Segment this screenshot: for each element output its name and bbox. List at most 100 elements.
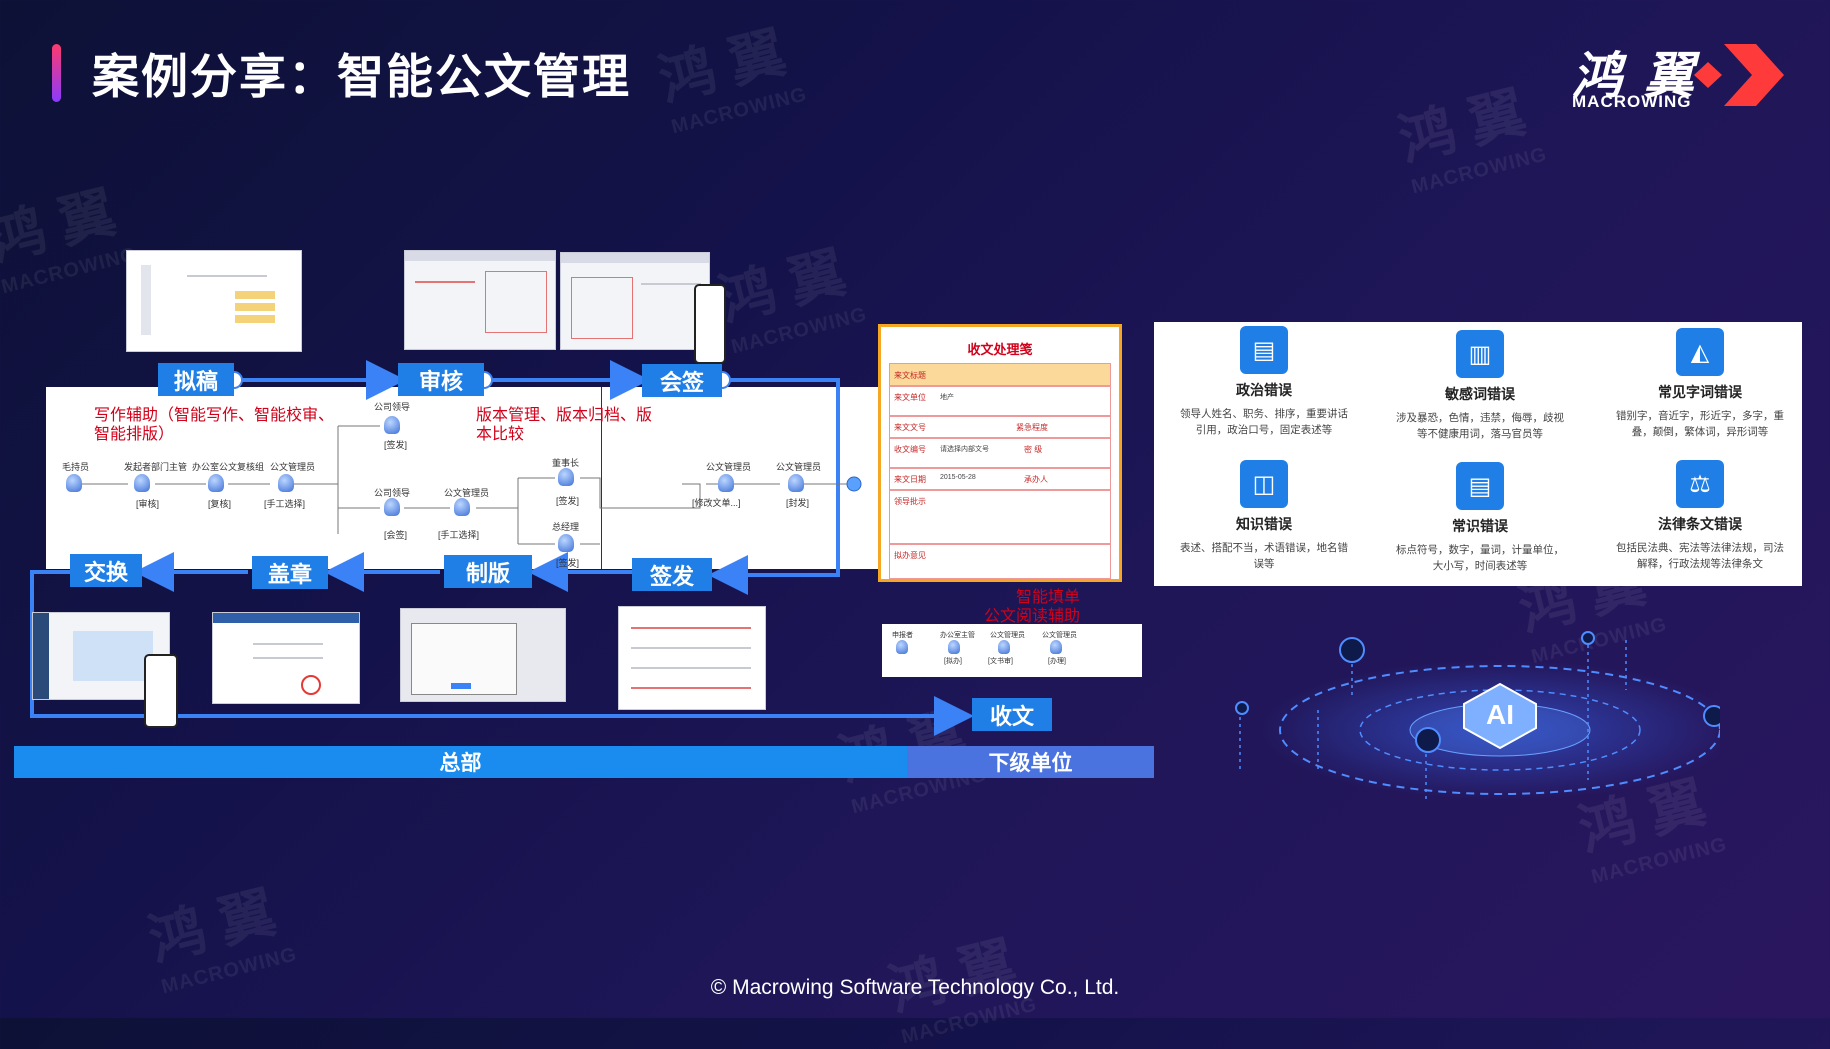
headquarters-bar: 总部: [14, 746, 907, 778]
stage-draft[interactable]: 拟稿: [158, 363, 234, 396]
node-label: 发起者部门主管: [124, 462, 188, 472]
node-tag: [办理]: [1048, 658, 1066, 665]
ai-orbit-illustration: AI: [1235, 631, 1720, 800]
form-row[interactable]: 来文文号紧急程度: [889, 415, 1111, 439]
node-label: 董事长: [552, 458, 580, 468]
version-document-thumbnail: [560, 252, 710, 350]
error-card-typo: ◭ 常见字词错误 错别字，音近字，形近字，多字，重叠，颠倒，繁体词，异形词等: [1610, 324, 1790, 446]
title-accent-bar: [52, 44, 61, 102]
node-label: 公文管理员: [1042, 632, 1077, 639]
knowledge-icon: ◫: [1240, 460, 1288, 508]
form-assist-note: 智能填单 公文阅读辅助: [983, 589, 1080, 625]
law-icon: ⚖: [1676, 460, 1724, 508]
error-card-political: ▤ 政治错误 领导人姓名、职务、排序，重要讲话引用，政治口号，固定表述等: [1174, 322, 1354, 444]
node-label: 公文管理员: [706, 462, 752, 472]
user-node-icon: [558, 534, 574, 552]
folder-node-icon: [1415, 727, 1441, 753]
ai-label: AI: [1486, 699, 1514, 730]
node-tag: [封发]: [786, 498, 810, 508]
stage-stamp[interactable]: 盖章: [252, 556, 328, 589]
error-card-law: ⚖ 法律条文错误 包括民法典、宪法等法律法规，司法解释，行政法规等法律条文: [1610, 456, 1790, 578]
mobile-phone-thumbnail: [144, 654, 178, 728]
node-label: 公文管理员: [444, 488, 490, 498]
error-card-knowledge: ◫ 知识错误 表述、搭配不当，术语错误，地名错误等: [1174, 456, 1354, 578]
card-title: 政治错误: [1236, 382, 1292, 398]
node-label: 申报者: [892, 632, 913, 639]
user-node-icon: [66, 474, 82, 492]
user-node-icon: [384, 416, 400, 434]
node-label: 公文管理员: [270, 462, 316, 472]
node-tag: [拟办]: [944, 658, 962, 665]
writing-assist-note: 写作辅助（智能写作、智能校审、智能排版）: [94, 407, 335, 443]
card-description: 表述、搭配不当，术语错误，地名错误等: [1180, 542, 1348, 570]
version-management-note: 版本管理、版本归档、版本比较: [476, 407, 653, 443]
error-card-common-sense: ▤ 常识错误 标点符号，数字，量词，计量单位，大小写，时间表述等: [1390, 458, 1570, 580]
stage-typeset[interactable]: 制版: [444, 555, 532, 588]
stage-exchange[interactable]: 交换: [70, 554, 142, 587]
node-label: 办公室公文复核组: [192, 462, 265, 472]
brand-logo-text: 鸿 翼: [1572, 48, 1698, 104]
node-tag: [文书审]: [988, 658, 1013, 665]
draft-document-thumbnail: [126, 250, 302, 352]
node-tag: [复核]: [208, 499, 232, 509]
user-node-icon: [896, 640, 908, 654]
form-row[interactable]: 来文单位地产: [889, 385, 1111, 417]
node-tag: [会签]: [384, 530, 408, 540]
typo-icon: ◭: [1676, 328, 1724, 376]
node-label: 公文管理员: [776, 462, 822, 472]
node-label: 办公室主管: [940, 632, 975, 639]
card-description: 错别字，音近字，形近字，多字，重叠，颠倒，繁体词，异形词等: [1616, 410, 1784, 438]
workflow-panel-right: [601, 387, 879, 569]
node-tag: [签发]: [556, 558, 580, 568]
card-title: 常见字词错误: [1658, 384, 1742, 400]
error-card-sensitive: ▥ 敏感词错误 涉及暴恐，色情，违禁，侮辱，歧视等不健康用词，落马官员等: [1390, 326, 1570, 448]
card-title: 法律条文错误: [1658, 516, 1742, 532]
error-category-panel: ▤ 政治错误 领导人姓名、职务、排序，重要讲话引用，政治口号，固定表述等 ▥ 敏…: [1154, 322, 1802, 586]
user-node-icon: [558, 468, 574, 486]
user-node-icon: [788, 474, 804, 492]
node-tag: [签发]: [384, 440, 408, 450]
node-label: 毛持员: [62, 462, 90, 472]
mobile-phone-thumbnail: [694, 284, 726, 364]
card-description: 包括民法典、宪法等法律法规，司法解释，行政法规等法律条文: [1616, 542, 1784, 570]
stage-countersign[interactable]: 会签: [642, 364, 722, 397]
chat-node-icon: [1703, 705, 1720, 727]
typeset-dialog-thumbnail: [400, 608, 566, 702]
node-tag: [签发]: [556, 496, 580, 506]
sensitive-icon: ▥: [1456, 330, 1504, 378]
stage-review[interactable]: 审核: [398, 363, 484, 396]
receive-processing-form: 收文处理笺 来文标题 来文单位地产 来文文号紧急程度 收文编号请选择内部文号密 …: [878, 324, 1122, 582]
stage-issue[interactable]: 签发: [632, 558, 712, 591]
form-row[interactable]: 领导批示: [889, 489, 1111, 545]
node-tag: [手工选择]: [264, 499, 306, 509]
stage-receive[interactable]: 收文: [972, 698, 1052, 731]
node-tag: [修改文单...]: [692, 498, 741, 508]
subordinate-unit-bar: 下级单位: [907, 746, 1154, 778]
issue-document-thumbnail: [618, 606, 766, 710]
form-row[interactable]: 收文编号请选择内部文号密 级: [889, 437, 1111, 469]
node-label: 公司领导: [374, 488, 411, 498]
user-node-icon: [948, 640, 960, 654]
node-label: 公司领导: [374, 402, 411, 412]
card-description: 涉及暴恐，色情，违禁，侮辱，歧视等不健康用词，落马官员等: [1396, 412, 1564, 440]
user-node-icon: [208, 474, 224, 492]
node-label: 公文管理员: [990, 632, 1025, 639]
card-description: 领导人姓名、职务、排序，重要讲话引用，政治口号，固定表述等: [1180, 408, 1348, 436]
user-node-icon: [998, 640, 1010, 654]
card-title: 知识错误: [1236, 516, 1292, 532]
review-document-thumbnail: [404, 250, 556, 350]
node-tag: [审核]: [136, 499, 160, 509]
panel-divider: [601, 387, 602, 569]
stamp-document-thumbnail: [212, 612, 360, 704]
form-row[interactable]: 来文标题: [889, 363, 1111, 387]
card-title: 常识错误: [1452, 518, 1508, 534]
user-node-icon: [278, 474, 294, 492]
form-row[interactable]: 拟办意见: [889, 543, 1111, 579]
user-node-icon: [384, 498, 400, 516]
subunit-flow-panel: [882, 624, 1142, 677]
user-node-icon: [454, 498, 470, 516]
end-node: [846, 476, 862, 492]
common-sense-icon: ▤: [1456, 462, 1504, 510]
brand-logo-subtitle: MACROWING: [1572, 92, 1692, 111]
